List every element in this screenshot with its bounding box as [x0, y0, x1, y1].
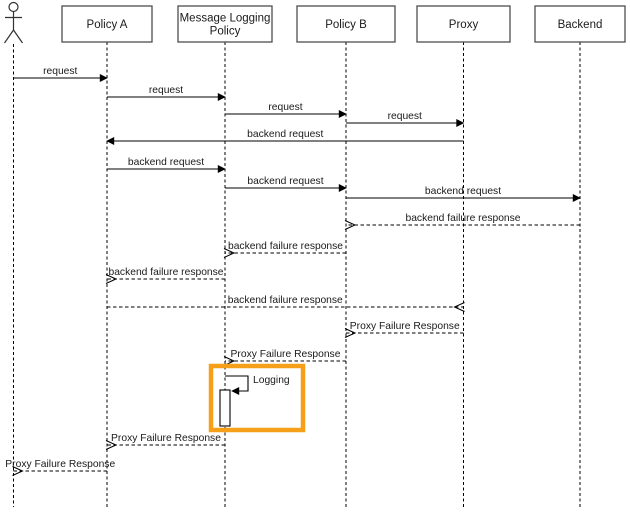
message-label-2: request: [268, 102, 302, 113]
message-label-14: Proxy Failure Response: [111, 433, 221, 444]
self-message-label: Logging: [253, 375, 290, 386]
message-label-1: request: [149, 85, 183, 96]
message-label-12: Proxy Failure Response: [350, 321, 460, 332]
participant-box-policy-a: [61, 5, 153, 43]
message-label-0: request: [43, 66, 77, 77]
message-label-6: backend request: [247, 176, 323, 187]
activation-bar: [219, 389, 231, 427]
participant-box-backend: [534, 5, 626, 43]
message-label-7: backend request: [425, 186, 501, 197]
participant-box-proxy: [416, 5, 511, 43]
actor-leg-left: [4, 29, 14, 44]
message-label-15: Proxy Failure Response: [5, 459, 115, 470]
participant-label-proxy: Proxy: [449, 19, 479, 31]
participant-label-policy-b: Policy B: [325, 19, 367, 31]
message-label-5: backend request: [128, 157, 204, 168]
message-label-9: backend failure response: [228, 241, 343, 252]
message-label-8: backend failure response: [405, 213, 520, 224]
actor-leg-right: [13, 29, 23, 44]
participant-box-policy-b: [296, 5, 396, 43]
message-label-3: request: [388, 111, 422, 122]
actor-head: [8, 1, 19, 13]
message-label-11: backend failure response: [228, 295, 343, 306]
highlight-box: [208, 363, 306, 433]
participant-label-backend: Backend: [558, 19, 603, 31]
message-label-13: Proxy Failure Response: [231, 349, 341, 360]
self-message-arrow: [225, 375, 249, 395]
participant-label-policy-a: Policy A: [87, 19, 128, 31]
message-label-4: backend request: [247, 129, 323, 140]
participant-box-mlp: [177, 5, 273, 43]
message-label-10: backend failure response: [108, 267, 223, 278]
